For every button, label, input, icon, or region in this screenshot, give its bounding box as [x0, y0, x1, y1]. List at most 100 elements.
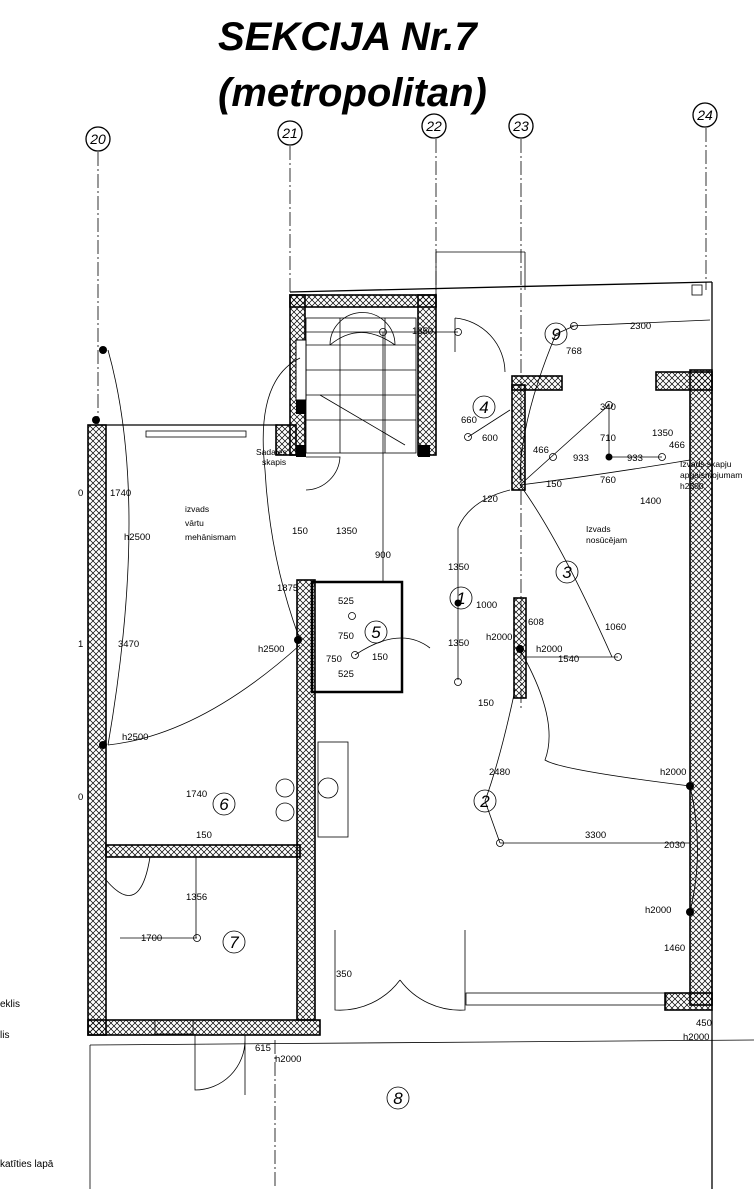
- svg-text:katīties lapā: katīties lapā: [0, 1159, 54, 1170]
- svg-text:1460: 1460: [664, 943, 685, 954]
- svg-text:1875: 1875: [277, 583, 298, 594]
- svg-text:mehānismam: mehānismam: [185, 532, 236, 542]
- svg-text:150: 150: [372, 652, 388, 663]
- svg-text:22: 22: [425, 118, 442, 134]
- svg-text:6: 6: [219, 795, 229, 814]
- svg-text:h2000: h2000: [486, 632, 512, 643]
- svg-text:1740: 1740: [110, 488, 131, 499]
- svg-text:h2000: h2000: [536, 644, 562, 655]
- svg-text:900: 900: [375, 550, 391, 561]
- room-markers: 9 4 3 1 5 6 2 7 8: [212, 322, 579, 1110]
- svg-text:450: 450: [696, 1018, 712, 1029]
- svg-text:Sadales: Sadales: [256, 447, 287, 457]
- svg-text:525: 525: [338, 596, 354, 607]
- svg-text:466: 466: [533, 445, 549, 456]
- svg-text:8: 8: [393, 1089, 403, 1108]
- svg-text:150: 150: [292, 526, 308, 537]
- svg-text:h2000: h2000: [275, 1054, 301, 1065]
- doors: [105, 317, 506, 1095]
- svg-text:3300: 3300: [585, 830, 606, 841]
- svg-text:izvads: izvads: [185, 504, 209, 514]
- svg-text:h2000: h2000: [645, 905, 671, 916]
- svg-text:h2500: h2500: [124, 532, 150, 543]
- margin-notes: eklis lis katīties lapā: [0, 999, 54, 1170]
- svg-text:h2000: h2000: [660, 767, 686, 778]
- axis-marker-20: 20: [85, 126, 111, 152]
- axis-marker-23: 23: [508, 113, 534, 139]
- svg-text:apgaismojumam: apgaismojumam: [680, 470, 742, 480]
- svg-text:9: 9: [551, 325, 561, 344]
- svg-text:5: 5: [371, 623, 381, 642]
- svg-text:h2000: h2000: [683, 1032, 709, 1043]
- svg-text:20: 20: [89, 131, 106, 147]
- svg-text:2300: 2300: [630, 321, 651, 332]
- svg-text:7: 7: [229, 933, 239, 952]
- svg-text:1350: 1350: [448, 638, 469, 649]
- room-2: 2: [473, 789, 497, 813]
- svg-text:1000: 1000: [476, 600, 497, 611]
- room-4: 4: [472, 395, 496, 419]
- svg-text:150: 150: [196, 830, 212, 841]
- svg-text:150: 150: [478, 698, 494, 709]
- svg-text:1700: 1700: [141, 933, 162, 944]
- svg-text:466: 466: [669, 440, 685, 451]
- svg-text:1740: 1740: [186, 789, 207, 800]
- svg-text:0: 0: [78, 792, 83, 803]
- staircase: [305, 312, 417, 454]
- section-subtitle: (metropolitan): [218, 71, 487, 115]
- svg-text:h2500: h2500: [258, 644, 284, 655]
- svg-text:1356: 1356: [186, 892, 207, 903]
- svg-text:750: 750: [338, 631, 354, 642]
- svg-text:eklis: eklis: [0, 999, 20, 1010]
- svg-text:23: 23: [512, 118, 529, 134]
- svg-text:vārtu: vārtu: [185, 518, 204, 528]
- svg-text:2030: 2030: [664, 840, 685, 851]
- svg-text:600: 600: [482, 433, 498, 444]
- svg-text:933: 933: [573, 453, 589, 464]
- svg-text:21: 21: [281, 125, 298, 141]
- svg-text:1350: 1350: [448, 562, 469, 573]
- svg-text:h2500: h2500: [122, 732, 148, 743]
- room-9: 9: [544, 322, 568, 346]
- wiring: [92, 319, 711, 942]
- room-6: 6: [212, 792, 236, 816]
- svg-text:340: 340: [600, 402, 616, 413]
- svg-text:Izvads: Izvads: [586, 524, 611, 534]
- svg-text:skapis: skapis: [262, 457, 286, 467]
- room-7: 7: [222, 930, 246, 954]
- svg-text:1: 1: [78, 639, 83, 650]
- svg-text:lis: lis: [0, 1030, 9, 1041]
- svg-text:1400: 1400: [640, 496, 661, 507]
- svg-text:3470: 3470: [118, 639, 139, 650]
- svg-text:150: 150: [546, 479, 562, 490]
- svg-text:525: 525: [338, 669, 354, 680]
- svg-text:615: 615: [255, 1043, 271, 1054]
- svg-text:608: 608: [528, 617, 544, 628]
- svg-text:4: 4: [479, 398, 488, 417]
- svg-text:933: 933: [627, 453, 643, 464]
- svg-text:2: 2: [479, 792, 490, 811]
- svg-text:1540: 1540: [558, 654, 579, 665]
- svg-text:750: 750: [326, 654, 342, 665]
- annotations: Sadales skapis izvads vārtu mehānismam I…: [185, 447, 742, 545]
- svg-text:Izvads skapju: Izvads skapju: [680, 459, 732, 469]
- svg-text:760: 760: [600, 475, 616, 486]
- svg-text:0: 0: [78, 488, 83, 499]
- room-3: 3: [555, 560, 579, 584]
- svg-text:350: 350: [336, 969, 352, 980]
- svg-text:1350: 1350: [336, 526, 357, 537]
- axis-marker-21: 21: [277, 120, 303, 146]
- svg-text:710: 710: [600, 433, 616, 444]
- svg-text:1350: 1350: [652, 428, 673, 439]
- svg-text:1350: 1350: [412, 326, 433, 337]
- svg-text:660: 660: [461, 415, 477, 426]
- room-5: 5: [364, 620, 388, 644]
- walls: [87, 294, 713, 1036]
- svg-text:nosūcējam: nosūcējam: [586, 535, 627, 545]
- dimension-labels: 2300 768 340 710 1350 466 466 933 933 76…: [78, 321, 712, 1065]
- svg-text:1060: 1060: [605, 622, 626, 633]
- svg-text:3: 3: [562, 563, 572, 582]
- section-title: SEKCIJA Nr.7: [218, 15, 478, 59]
- room-1: 1: [449, 586, 473, 610]
